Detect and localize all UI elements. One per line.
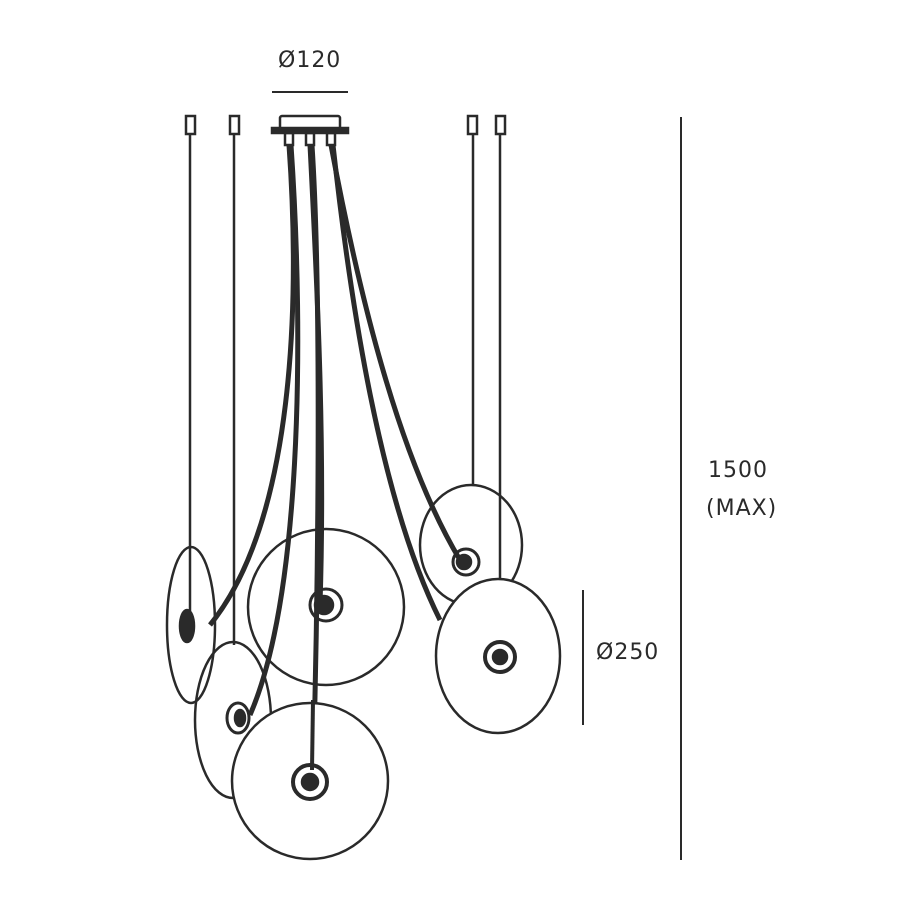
ceiling-canopy (270, 114, 350, 147)
curved-power-cables (208, 144, 463, 776)
height-label: 1500 (708, 458, 768, 483)
height-note-label: (MAX) (706, 496, 778, 521)
light-hubs (178, 547, 517, 801)
shade-diameter-label: Ø250 (596, 640, 660, 665)
canopy-diameter-label: Ø120 (278, 48, 342, 73)
straight-suspension-cables (184, 114, 507, 645)
shade-1 (165, 545, 217, 705)
shade-3 (246, 527, 406, 687)
